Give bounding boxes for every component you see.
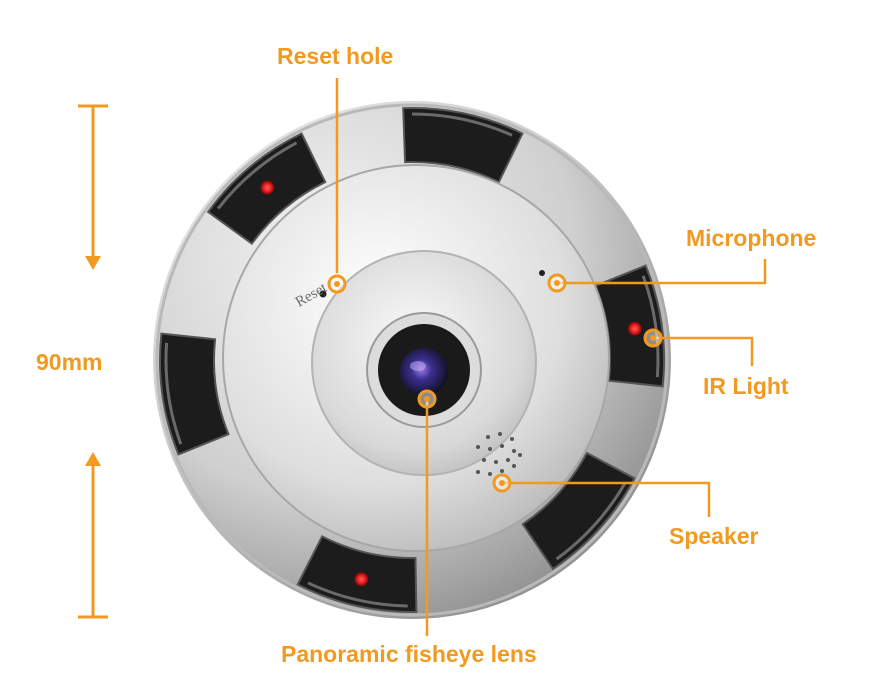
speaker-hole: [476, 445, 480, 449]
speaker-hole: [512, 464, 516, 468]
ir-led: [354, 572, 369, 587]
microphone-pinhole: [539, 270, 545, 276]
speaker-hole: [500, 469, 504, 473]
speaker-hole: [500, 444, 504, 448]
speaker-hole: [488, 472, 492, 476]
ir-light-label: IR Light: [703, 373, 789, 399]
callout-lines: [335, 78, 767, 636]
reset-hole-label: Reset hole: [277, 43, 394, 69]
speaker-hole: [476, 470, 480, 474]
ir-window-ring: [159, 107, 665, 613]
lens-glass: [400, 348, 448, 396]
dimension-label: 90mm: [36, 349, 103, 375]
ir-leader: [655, 336, 754, 366]
speaker-leader: [502, 481, 711, 517]
speaker-hole: [510, 437, 514, 441]
speaker-hole: [518, 453, 522, 457]
speaker-hole: [506, 458, 510, 462]
speaker-hole: [486, 435, 490, 439]
speaker-hole: [482, 458, 486, 462]
reset-pinhole: [319, 290, 327, 298]
ir-led: [627, 321, 642, 336]
lens-label: Panoramic fisheye lens: [281, 641, 537, 667]
speaker-grille: [476, 432, 522, 476]
speaker-hole: [488, 447, 492, 451]
camera-body: Reset: [153, 101, 671, 619]
speaker-hole: [494, 460, 498, 464]
callout-markers: [327, 273, 663, 493]
microphone-label: Microphone: [686, 225, 817, 251]
microphone-leader: [557, 259, 767, 285]
speaker-hole: [512, 449, 516, 453]
speaker-label: Speaker: [669, 523, 759, 549]
ir-led: [260, 180, 275, 195]
ir-window-left: [159, 332, 230, 456]
speaker-hole: [498, 432, 502, 436]
dimension-arrow: [78, 104, 108, 619]
